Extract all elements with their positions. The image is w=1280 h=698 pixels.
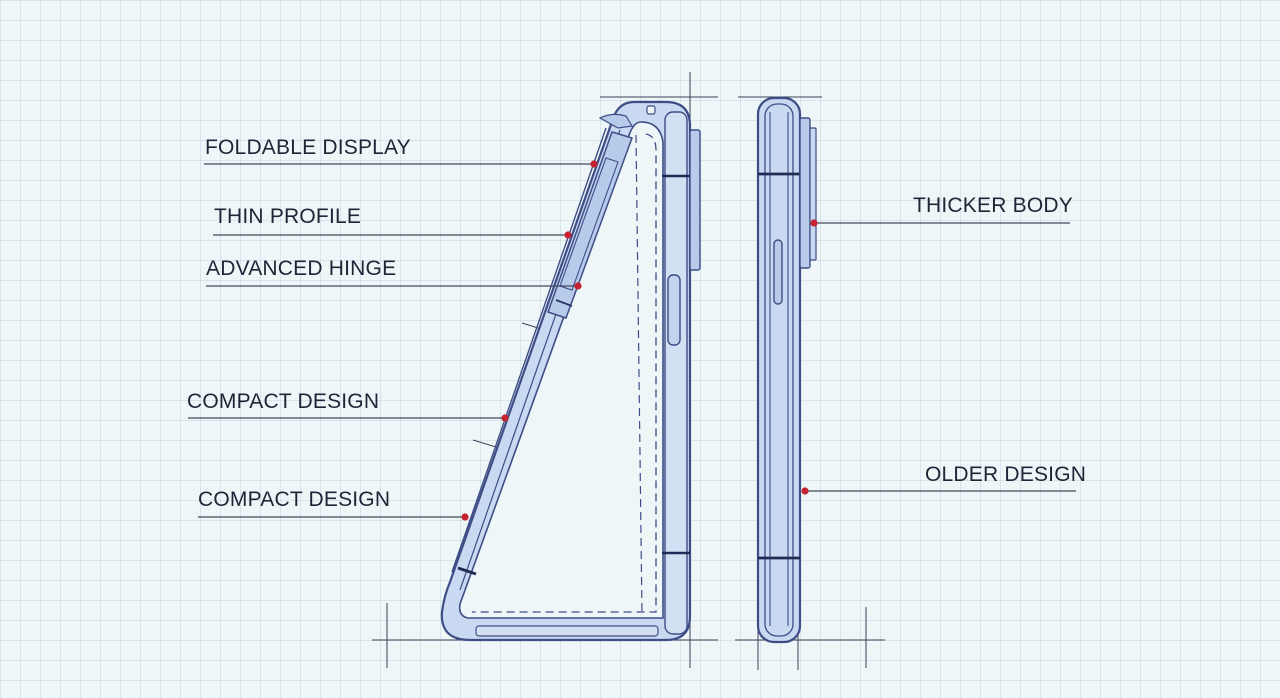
foldable-phone-illustration [440,100,701,642]
label-advanced-hinge: ADVANCED HINGE [206,257,397,280]
label-compact-design-1: COMPACT DESIGN [187,390,380,413]
older-phone-body [756,96,802,644]
foldable-inner-cavity [458,121,664,619]
label-older-design: OLDER DESIGN [925,463,1087,486]
label-thin-profile: THIN PROFILE [214,205,362,228]
label-thicker-body: THICKER BODY [913,194,1073,217]
label-foldable-display: FOLDABLE DISPLAY [205,136,411,159]
older-phone-illustration [756,96,817,644]
callout-dots [461,160,818,521]
fold-dashed-outline-2 [635,134,643,616]
fold-dashed-outline [472,133,657,613]
callout-leaders [188,163,1076,518]
label-compact-design-2: COMPACT DESIGN [198,488,391,511]
